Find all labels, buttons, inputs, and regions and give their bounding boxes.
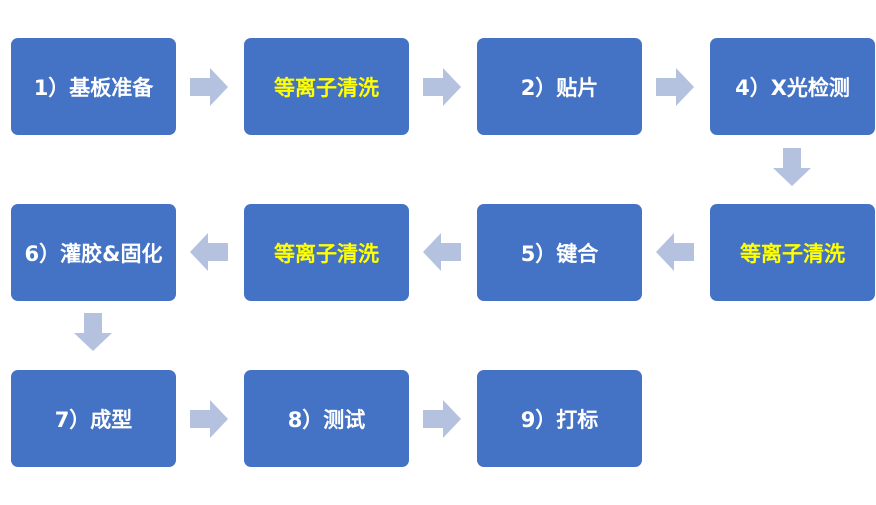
step-testing: 8）测试: [244, 370, 409, 467]
arrow-left-icon: [656, 233, 694, 271]
arrow-right-icon: [190, 400, 228, 438]
step-die-attach: 2）贴片: [477, 38, 642, 135]
arrow-right-icon: [423, 400, 461, 438]
step-plasma-clean-3: 等离子清洗: [244, 204, 409, 301]
step-substrate-prep: 1）基板准备: [11, 38, 176, 135]
arrow-right-icon: [423, 68, 461, 106]
step-potting-curing: 6）灌胶&固化: [11, 204, 176, 301]
step-plasma-clean-2: 等离子清洗: [710, 204, 875, 301]
step-wire-bonding: 5）键合: [477, 204, 642, 301]
arrow-right-icon: [190, 68, 228, 106]
arrow-left-icon: [190, 233, 228, 271]
step-xray-inspection: 4）X光检测: [710, 38, 875, 135]
arrow-down-icon: [74, 313, 112, 351]
step-molding: 7）成型: [11, 370, 176, 467]
arrow-right-icon: [656, 68, 694, 106]
step-plasma-clean-1: 等离子清洗: [244, 38, 409, 135]
arrow-down-icon: [773, 148, 811, 186]
step-marking: 9）打标: [477, 370, 642, 467]
arrow-left-icon: [423, 233, 461, 271]
